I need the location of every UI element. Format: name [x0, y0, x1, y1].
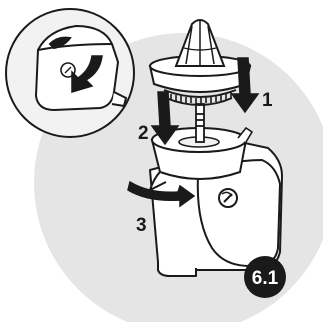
drive-shaft	[196, 104, 204, 142]
step-2-number: 2	[138, 123, 149, 144]
step-3-number: 3	[136, 215, 147, 236]
figure-label: 6.1	[252, 268, 279, 289]
step-1-number: 1	[262, 90, 273, 111]
